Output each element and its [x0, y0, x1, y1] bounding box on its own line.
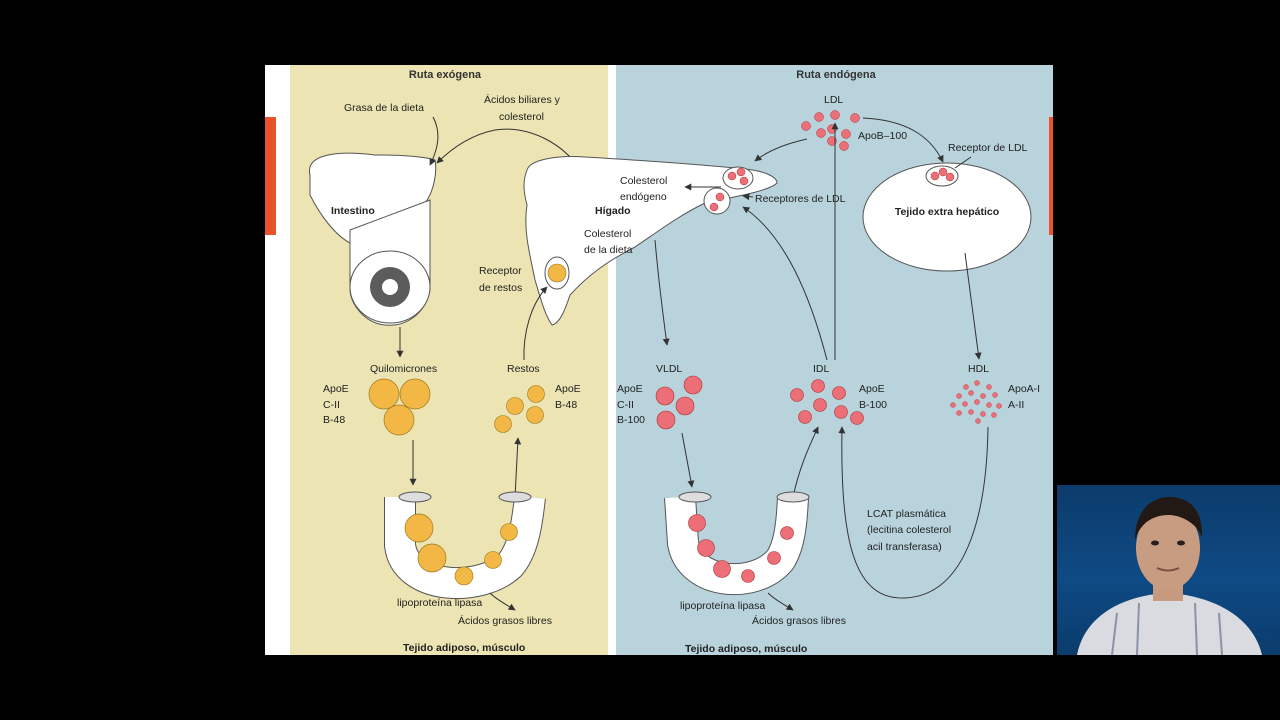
- chylo-apo-3: B-48: [323, 414, 345, 426]
- chylomicrons-label: Quilomicrones: [370, 363, 437, 375]
- capillary-endogenous: [664, 491, 810, 595]
- ldl-receptors-label: Receptores de LDL: [755, 193, 846, 205]
- lipoprotein-diagram: Ruta exógena Ruta endógena Intestino Gra…: [265, 65, 1053, 655]
- ldl-to-liver-arrow: [754, 138, 808, 162]
- lcat-1: LCAT plasmática: [867, 508, 946, 520]
- extrahepatic-tissue: [862, 162, 1032, 272]
- chylo-apo-1: ApoE: [323, 383, 349, 395]
- accent-bar-right: [1049, 117, 1053, 235]
- bile-label-2: colesterol: [499, 111, 544, 123]
- accent-bar: [265, 117, 276, 235]
- extrahepatic-label: Tejido extra hepático: [895, 206, 999, 218]
- idl-apo-1: ApoE: [859, 383, 885, 395]
- endo-chol-2: endógeno: [620, 191, 667, 203]
- exogenous-title: Ruta exógena: [409, 69, 482, 81]
- slide: Ruta exógena Ruta endógena Intestino Gra…: [265, 65, 1053, 655]
- ldl-particles: [801, 110, 860, 151]
- ldl-to-tissue-arrow: [862, 117, 944, 163]
- hdl-label: HDL: [968, 363, 989, 375]
- remnant-apo-1: ApoE: [555, 383, 581, 395]
- vldl-apo-2: C-II: [617, 399, 634, 411]
- webcam-presenter: [1057, 485, 1280, 655]
- endo-tissue-label: Tejido adiposo, músculo: [685, 643, 807, 655]
- liver-to-vldl-arrow: [654, 239, 670, 346]
- remnant-apo-2: B-48: [555, 399, 577, 411]
- chylomicron-particles: [368, 378, 431, 436]
- vldl-apo-1: ApoE: [617, 383, 643, 395]
- exo-tissue-label: Tejido adiposo, músculo: [403, 642, 525, 654]
- capillary-exogenous: [384, 491, 546, 599]
- bile-arrow: [436, 128, 588, 181]
- endo-lipase-label: lipoproteína lipasa: [680, 600, 765, 612]
- intestine-label: Intestino: [331, 205, 375, 217]
- remnant-receptor-2: de restos: [479, 282, 522, 294]
- idl-label: IDL: [813, 363, 830, 375]
- idl-apo-2: B-100: [859, 399, 887, 411]
- presenter-face: [1136, 506, 1200, 590]
- diet-fat-arrow: [429, 116, 439, 166]
- lcat-arrow: [838, 426, 989, 599]
- remnant-particles: [494, 385, 545, 433]
- vldl-particles: [655, 375, 703, 430]
- ldl-receptor-label: Receptor de LDL: [948, 142, 1028, 154]
- liver-label: Hígado: [595, 205, 631, 217]
- ldl-apo-label: ApoB–100: [858, 130, 907, 142]
- endo-free-fa-label: Ácidos grasos libres: [752, 614, 846, 627]
- idl-particles: [790, 379, 864, 425]
- exo-free-fa-label: Ácidos grasos libres: [458, 614, 552, 627]
- diet-chol-1: Colesterol: [584, 228, 631, 240]
- vldl-label: VLDL: [656, 363, 682, 375]
- bile-label-1: Ácidos biliares y: [484, 93, 561, 106]
- endo-chol-1: Colesterol: [620, 175, 667, 187]
- vldl-apo-3: B-100: [617, 414, 645, 426]
- presenter-hair: [1135, 497, 1203, 540]
- lcat-3: acil transferasa): [867, 541, 942, 553]
- chylo-apo-2: C-II: [323, 399, 340, 411]
- intestine-shape: [309, 152, 437, 326]
- idl-to-liver-arrow: [742, 206, 828, 361]
- diet-fat-label: Grasa de la dieta: [344, 102, 424, 114]
- hdl-apo-1: ApoA-I: [1008, 383, 1040, 395]
- hdl-particles: [950, 380, 1002, 424]
- diet-chol-2: de la dieta: [584, 244, 633, 256]
- endogenous-title: Ruta endógena: [796, 69, 876, 81]
- ldl-label: LDL: [824, 94, 843, 106]
- exo-lipase-label: lipoproteína lipasa: [397, 597, 482, 609]
- hdl-apo-2: A-II: [1008, 399, 1024, 411]
- lcat-2: (lecitina colesterol: [867, 524, 951, 536]
- remnants-label: Restos: [507, 363, 540, 375]
- remnant-receptor-1: Receptor: [479, 265, 522, 277]
- presenter-shirt: [1077, 593, 1262, 655]
- tissue-to-hdl-arrow: [964, 252, 982, 360]
